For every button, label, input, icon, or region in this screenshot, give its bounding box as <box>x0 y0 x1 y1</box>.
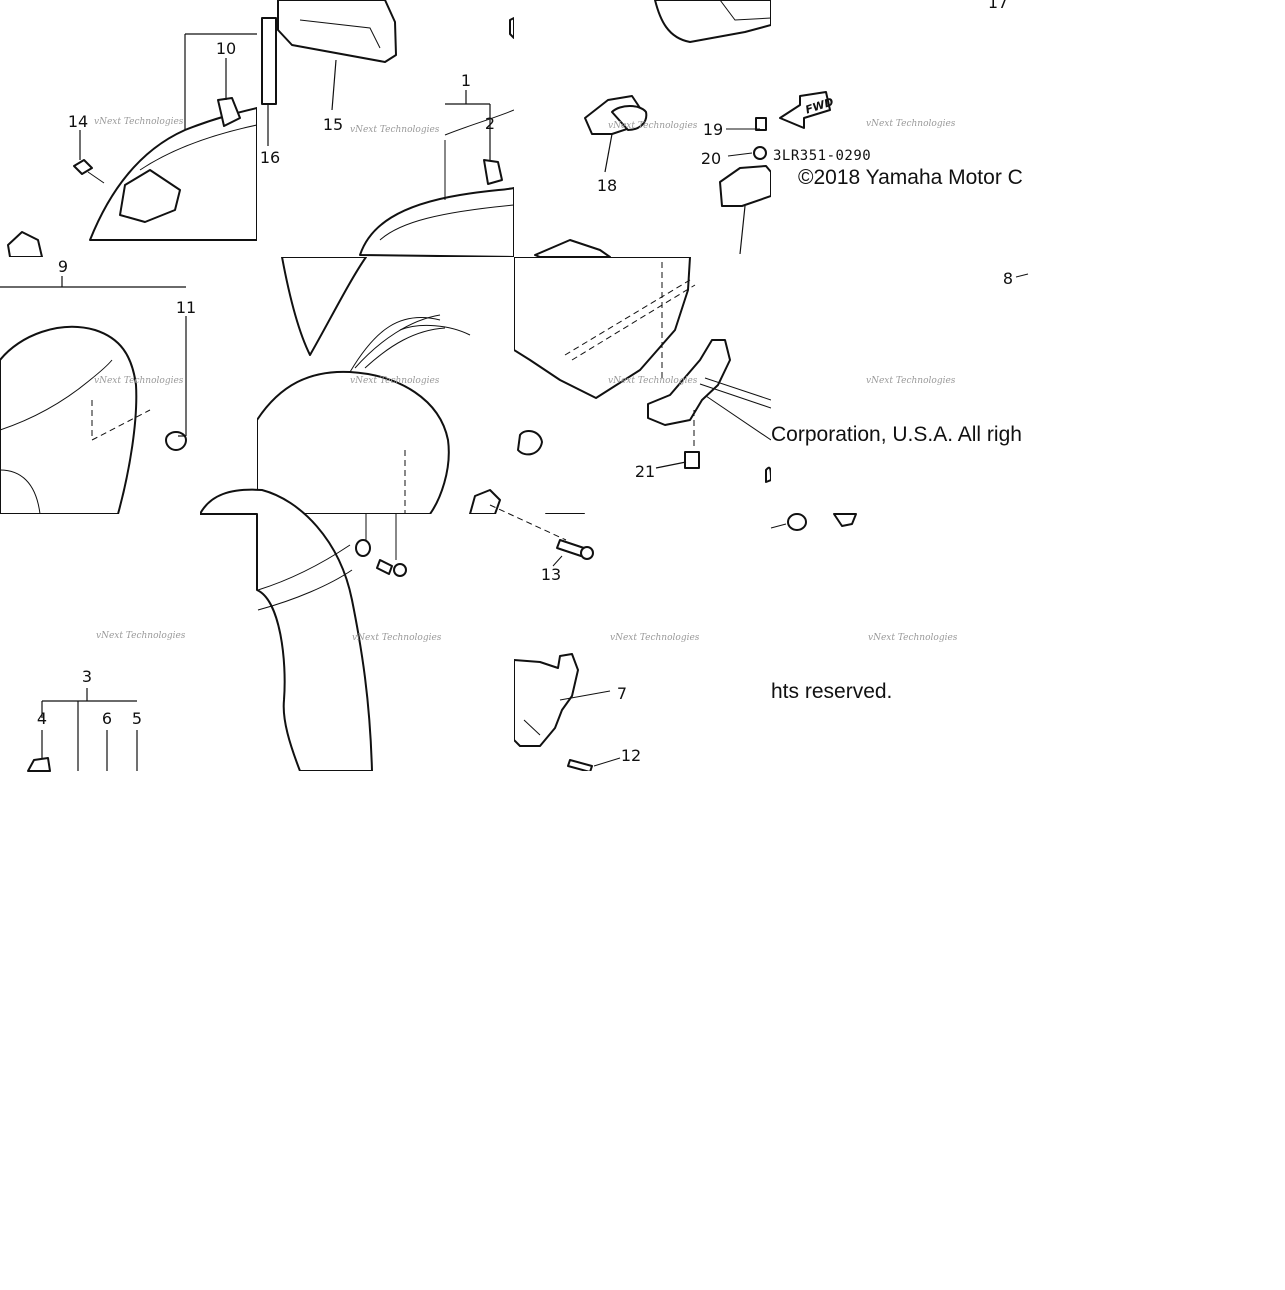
copyright-fragment-1: ©2018 Yamaha Motor C <box>798 166 1023 189</box>
washer <box>355 539 371 557</box>
callout-1: 1 <box>461 71 471 90</box>
bolt-14 <box>73 159 93 175</box>
front-fender <box>200 488 373 771</box>
watermark: vNext Technologies <box>350 376 440 386</box>
bracket-17 <box>719 165 771 207</box>
seat-9 <box>0 325 138 514</box>
fwd-arrow-mark <box>779 91 831 129</box>
callout-8: 8 <box>1003 269 1013 288</box>
callout-4: 4 <box>37 709 47 728</box>
callout-9: 9 <box>58 257 68 276</box>
hinge-bracket <box>647 339 731 426</box>
callout-17: 17 <box>988 0 1008 12</box>
hinge-7 <box>514 653 579 747</box>
callout-7: 7 <box>617 684 627 703</box>
callout-3: 3 <box>82 667 92 686</box>
nut-20 <box>753 146 767 160</box>
tool-box-15 <box>277 0 397 63</box>
callout-21: 21 <box>635 462 655 481</box>
bolt-12 <box>567 759 593 771</box>
watermark: vNext Technologies <box>350 125 440 135</box>
tile-fender-lower <box>257 257 501 514</box>
copyright-fragment-3: hts reserved. <box>771 680 892 703</box>
watermark: vNext Technologies <box>608 121 698 131</box>
watermark: vNext Technologies <box>868 633 958 643</box>
callout-2: 2 <box>485 114 495 133</box>
callout-12: 12 <box>621 746 641 765</box>
watermark: vNext Technologies <box>866 119 956 129</box>
callout-19: 19 <box>703 120 723 139</box>
tile-rear-fender-left <box>7 17 277 257</box>
callout-15: 15 <box>323 115 343 134</box>
watermark: vNext Technologies <box>866 376 956 386</box>
watermark: vNext Technologies <box>94 117 184 127</box>
bolt-19 <box>755 117 767 131</box>
watermark: vNext Technologies <box>96 631 186 641</box>
tile-misc-right <box>770 273 1029 531</box>
tile-hinge-lower <box>489 504 621 771</box>
tile-header-right: FWD <box>779 91 835 129</box>
watermark: vNext Technologies <box>94 376 184 386</box>
tile-hinge-top <box>534 0 771 257</box>
callout-18: 18 <box>597 176 617 195</box>
callouts: 1 2 3 4 5 6 7 8 9 10 11 12 13 14 15 16 1… <box>37 0 1013 765</box>
tile-side-cover <box>27 688 138 772</box>
callout-11: 11 <box>176 298 196 317</box>
callout-13: 13 <box>541 565 561 584</box>
watermarks: vNext Technologies vNext Technologies vN… <box>94 117 958 643</box>
strap-16 <box>261 17 277 105</box>
callout-14: 14 <box>68 112 88 131</box>
bolt-13 <box>556 539 585 557</box>
watermark: vNext Technologies <box>610 633 700 643</box>
copyright-fragment-2: Corporation, U.S.A. All righ <box>771 423 1022 446</box>
tile-hinge-assembly <box>514 257 771 514</box>
tile-rear-fender-center <box>277 0 514 257</box>
mud-flap <box>257 370 450 514</box>
tile-front-fender <box>200 488 407 771</box>
bolt <box>376 559 393 575</box>
rear-fender-part <box>89 107 257 241</box>
nut <box>787 513 807 531</box>
watermark: vNext Technologies <box>352 633 442 643</box>
tile-seat <box>0 276 187 514</box>
grommet-11 <box>165 431 187 451</box>
callout-16: 16 <box>260 148 280 167</box>
callout-6: 6 <box>102 709 112 728</box>
callout-5: 5 <box>132 709 142 728</box>
drawing-code: 3LR351-0290 <box>773 148 871 164</box>
callout-10: 10 <box>216 39 236 58</box>
clip-21 <box>684 451 700 469</box>
callout-20: 20 <box>701 149 721 168</box>
watermark: vNext Technologies <box>608 376 698 386</box>
